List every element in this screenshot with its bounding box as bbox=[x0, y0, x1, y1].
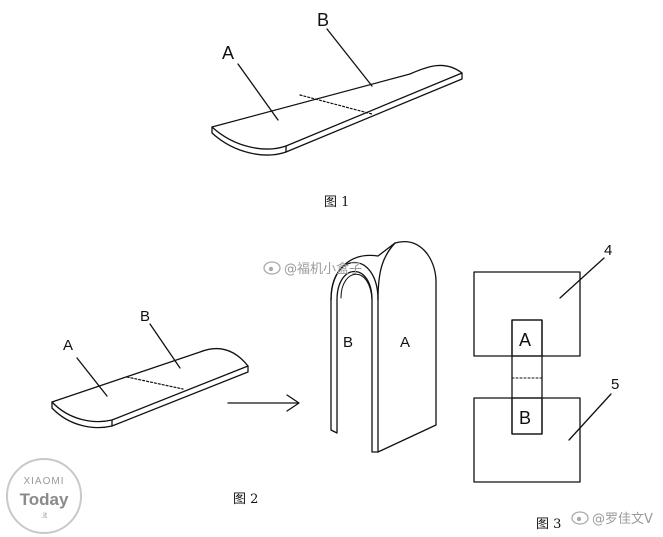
figure-3-diagram bbox=[473, 257, 612, 483]
figure-1-strip bbox=[211, 64, 463, 156]
fig1-caption: 图 1 bbox=[324, 195, 349, 210]
fig1-label-b: B bbox=[317, 10, 329, 30]
fig3-label-5: 5 bbox=[611, 376, 619, 393]
weibo-handle-bottom: @罗佳文V bbox=[592, 512, 653, 527]
xiaomitoday-logo: XIAOMI Today .it bbox=[6, 458, 82, 534]
logo-line-3: .it bbox=[40, 511, 48, 520]
transform-arrow bbox=[227, 394, 300, 412]
fig2-folded-label-a: A bbox=[400, 334, 410, 351]
leader-line-a bbox=[237, 63, 279, 121]
fig3-label-a: A bbox=[519, 330, 531, 350]
weibo-watermark-bottom: @罗佳文V bbox=[571, 511, 653, 527]
figure-2-flat-strip bbox=[51, 323, 249, 429]
fig3-label-b: B bbox=[519, 408, 531, 428]
leader-line-b bbox=[326, 28, 373, 87]
fig3-label-4: 4 bbox=[604, 242, 612, 259]
weibo-watermark-top: @福机小盒子 bbox=[263, 261, 362, 277]
fig2-caption: 图 2 bbox=[233, 492, 258, 507]
fig2-flat-label-b: B bbox=[140, 308, 150, 325]
logo-line-2: Today bbox=[19, 490, 69, 509]
weibo-handle-top: @福机小盒子 bbox=[284, 261, 362, 277]
fig2-flat-label-a: A bbox=[63, 337, 73, 354]
figure-2-folded-strip bbox=[330, 241, 437, 453]
fig3-caption: 图 3 bbox=[536, 517, 561, 532]
fig2-folded-label-b: B bbox=[343, 334, 353, 351]
fig1-label-a: A bbox=[222, 43, 234, 63]
logo-line-1: XIAOMI bbox=[23, 476, 65, 487]
